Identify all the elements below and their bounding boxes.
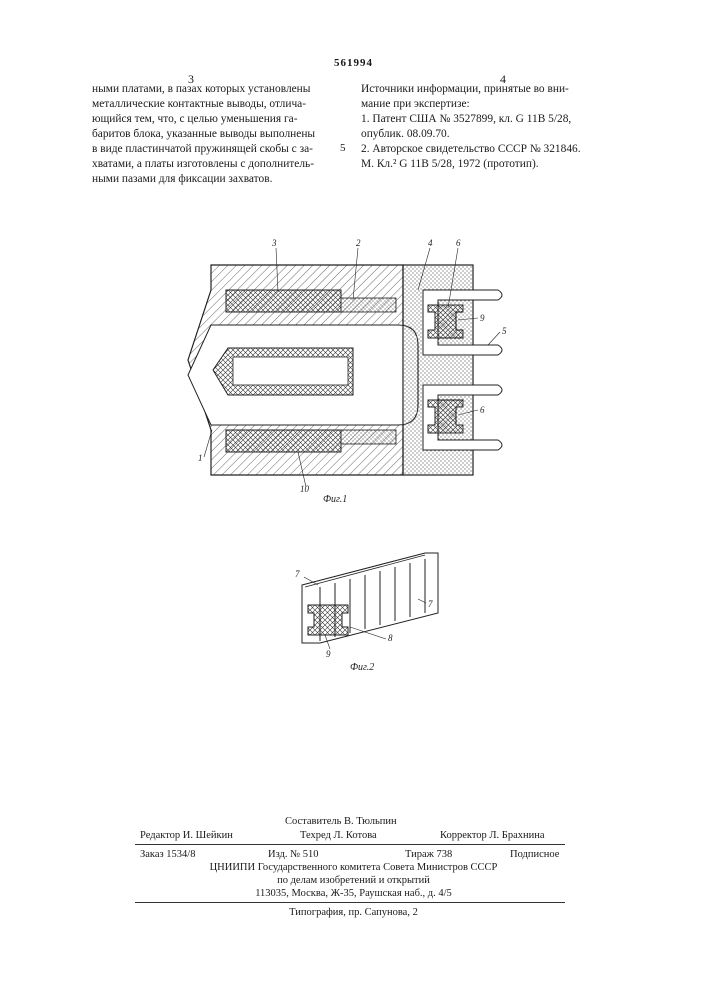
subscription: Подписное <box>510 848 559 861</box>
corrector: Корректор Л. Брахнина <box>440 829 545 842</box>
order-number: Заказ 1534/8 <box>140 848 195 861</box>
fig2-label: 7 <box>428 599 433 609</box>
bottom-winding <box>226 430 341 452</box>
tech-editor: Техред Л. Котова <box>300 829 377 842</box>
left-line: ными платами, в пазах которых установлен… <box>92 82 315 97</box>
patent-number: 561994 <box>0 57 707 69</box>
fig2-label: 7 <box>295 569 300 579</box>
source-1: 1. Патент США № 3527899, кл. G 11В 5/28, <box>361 112 581 127</box>
sources-heading-cont: мание при экспертизе: <box>361 97 581 112</box>
insert-block <box>308 605 348 635</box>
fig1-label: 10 <box>300 484 310 494</box>
fig1-label: 4 <box>428 238 433 248</box>
compiler: Составитель В. Тюльпин <box>285 815 397 828</box>
circulation: Тираж 738 <box>405 848 452 861</box>
printer: Типография, пр. Сапунова, 2 <box>0 906 707 919</box>
fig2-label: 8 <box>388 633 393 643</box>
footer-rule-bottom <box>135 902 565 903</box>
fig1-label: 3 <box>271 238 277 248</box>
figure-1-caption: Фиг.1 <box>323 494 347 505</box>
org-line-2: по делам изобретений и открытий <box>0 874 707 887</box>
fig1-label: 9 <box>480 313 485 323</box>
left-line: металлические контактные выводы, отлича- <box>92 97 315 112</box>
left-line: баритов блока, указанные выводы выполнен… <box>92 127 315 142</box>
edition-number: Изд. № 510 <box>268 848 319 861</box>
left-line: хватами, а платы изготовлены с дополните… <box>92 157 315 172</box>
right-column-text: Источники информации, принятые во вни- м… <box>361 82 581 172</box>
fig2-label: 9 <box>326 649 331 659</box>
fig1-label: 1 <box>198 453 203 463</box>
sources-heading: Источники информации, принятые во вни- <box>361 82 581 97</box>
left-line: в виде пластинчатой пружинящей скобы с з… <box>92 142 315 157</box>
left-column-text: ными платами, в пазах которых установлен… <box>92 82 315 187</box>
footer-rule <box>135 844 565 845</box>
source-1-cont: опублик. 08.09.70. <box>361 127 581 142</box>
address: 113035, Москва, Ж-35, Раушская наб., д. … <box>0 887 707 900</box>
figure-1-drawing: 3 2 4 6 9 5 6 1 10 Фиг.1 <box>178 230 538 515</box>
fig1-label: 2 <box>356 238 361 248</box>
left-line: ными пазами для фиксации захватов. <box>92 172 315 187</box>
left-line: ющийся тем, что, с целью уменьшения га- <box>92 112 315 127</box>
line-number: 5 <box>340 142 346 154</box>
editor: Редактор И. Шейкин <box>140 829 233 842</box>
org-line-1: ЦНИИПИ Государственного комитета Совета … <box>0 861 707 874</box>
top-winding <box>226 290 341 312</box>
fig1-label: 6 <box>456 238 461 248</box>
figure-2-caption: Фиг.2 <box>350 662 374 673</box>
source-2-cont: М. Кл.² G 11В 5/28, 1972 (прототип). <box>361 157 581 172</box>
figure-2-drawing: 7 7 9 8 Фиг.2 <box>290 545 450 675</box>
fig1-label: 6 <box>480 405 485 415</box>
fig1-label: 5 <box>502 326 507 336</box>
source-2: 2. Авторское свидетельство СССР № 321846… <box>361 142 581 157</box>
